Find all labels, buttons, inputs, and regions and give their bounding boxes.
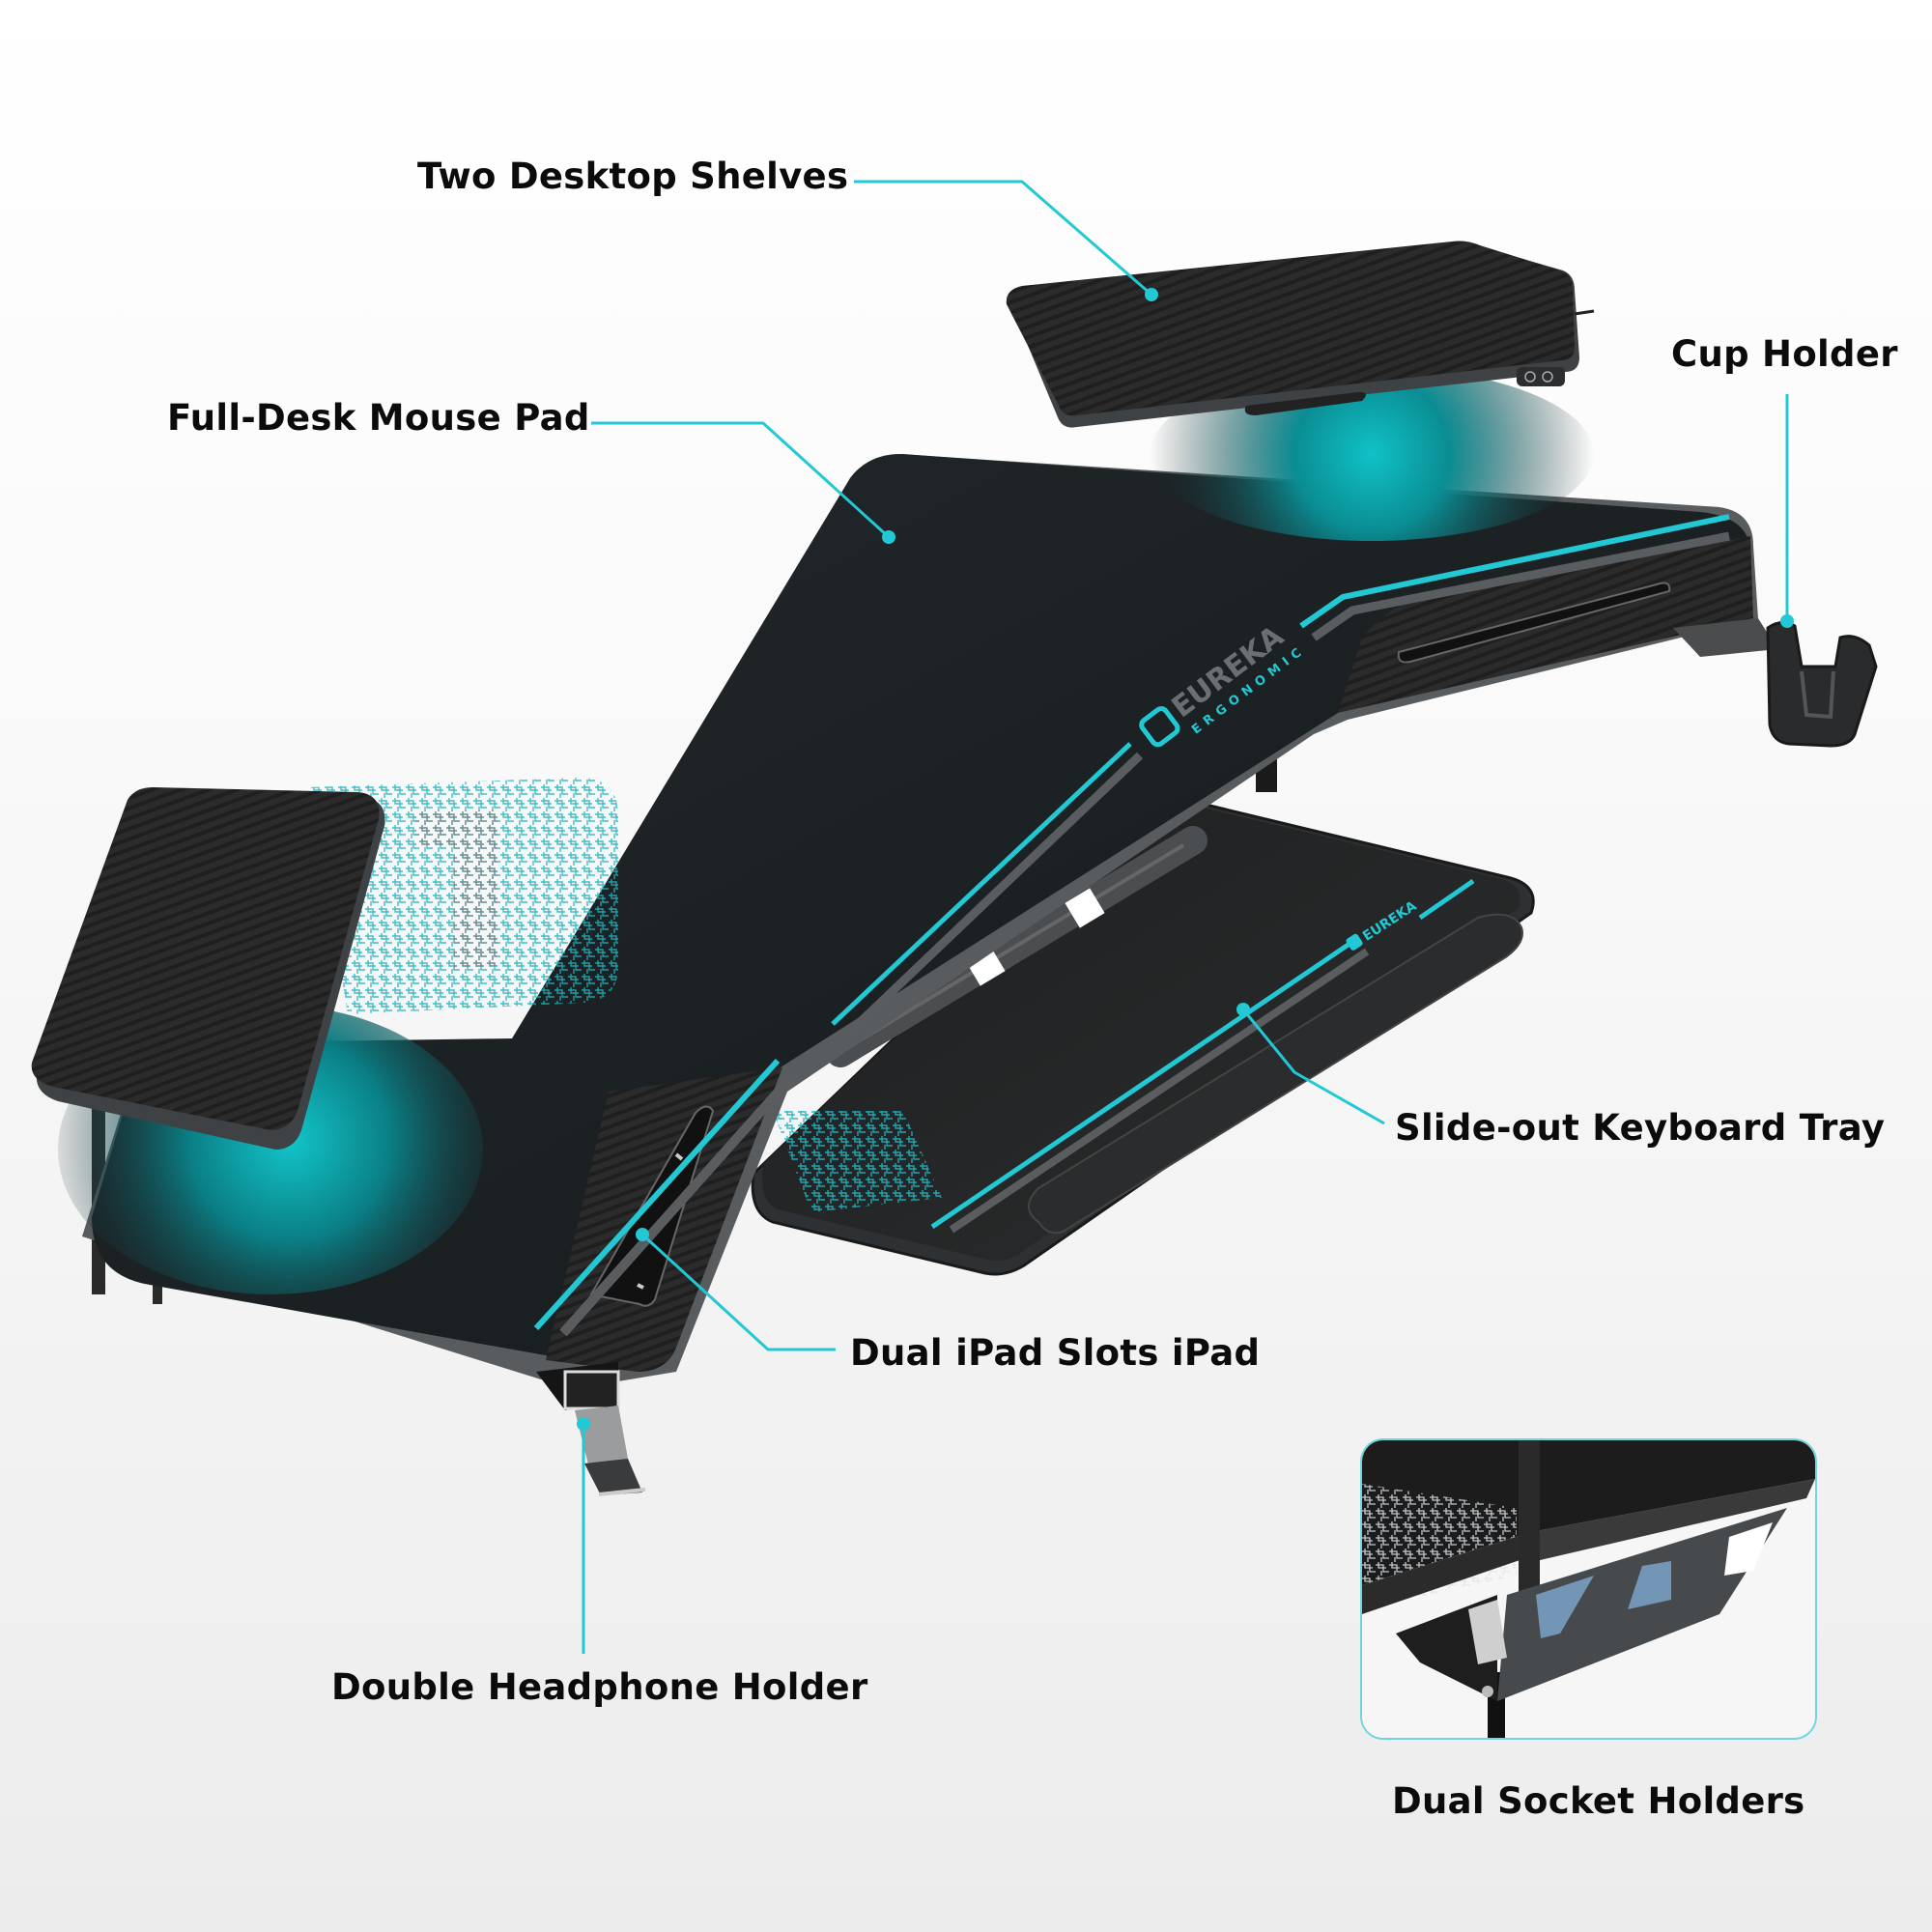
- callout-line-mousepad: [591, 421, 891, 539]
- label-full-desk-mouse-pad: Full-Desk Mouse Pad: [167, 397, 590, 439]
- main-desk: EUREKA ERGONOMIC: [58, 367, 1758, 1381]
- callout-line-keyboard: [1241, 1009, 1385, 1125]
- power-icon: [1524, 371, 1536, 383]
- light-cycle-icon: [1542, 371, 1553, 383]
- callout-lines: [582, 180, 1789, 1654]
- cup-holder: [1673, 618, 1878, 748]
- label-slide-out-keyboard-tray: Slide-out Keyboard Tray: [1395, 1107, 1886, 1149]
- ipad-slot: [589, 1105, 715, 1307]
- left-desktop-shelf: [31, 787, 385, 1150]
- shelf-control-buttons: [1517, 367, 1565, 386]
- callout-line-ipad: [640, 1233, 836, 1351]
- socket-holder-inset: [1360, 1438, 1817, 1740]
- socket-holder-illustration: [1362, 1440, 1815, 1738]
- label-two-desktop-shelves: Two Desktop Shelves: [417, 156, 849, 197]
- socket-window: [1536, 1576, 1594, 1638]
- label-dual-socket-holders: Dual Socket Holders: [1392, 1780, 1805, 1822]
- headphone-holder: [536, 1362, 646, 1496]
- keyboard-tray: EUREKA: [751, 795, 1535, 1276]
- callout-dots: [577, 288, 1794, 1431]
- label-double-headphone-holder: Double Headphone Holder: [331, 1666, 868, 1708]
- label-dual-ipad-slots: Dual iPad Slots iPad: [850, 1332, 1261, 1374]
- label-cup-holder: Cup Holder: [1671, 333, 1898, 375]
- callout-line-shelves: [854, 180, 1152, 297]
- side-slot: [1397, 582, 1671, 664]
- shelf-cable: [1574, 309, 1595, 316]
